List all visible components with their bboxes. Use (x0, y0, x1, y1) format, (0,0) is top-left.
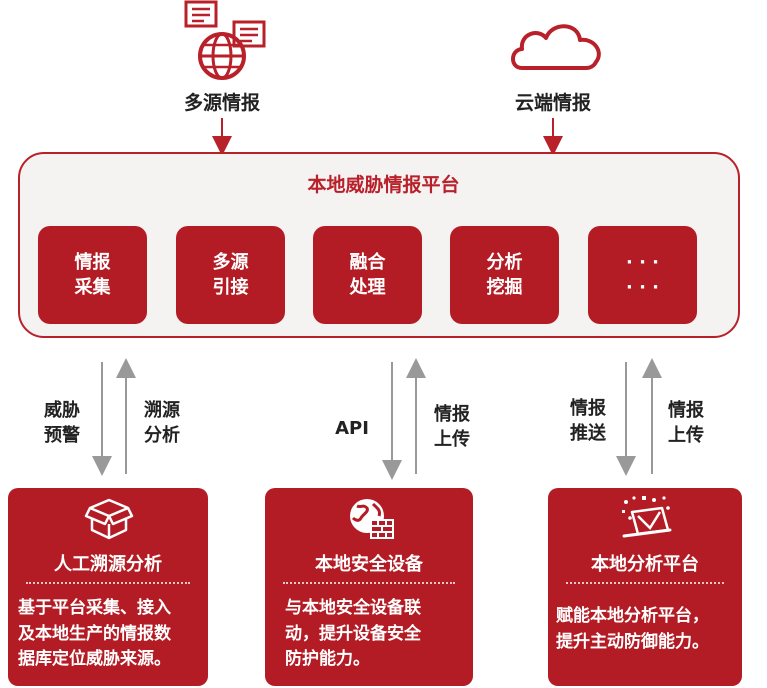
open-box-icon (84, 498, 134, 540)
flow-label-threat-warning: 威胁 预警 (44, 400, 80, 447)
module-fusion-processing: 融合 处理 (313, 226, 422, 324)
flow-label-api: API (335, 418, 369, 439)
analysis-laptop-icon (622, 496, 672, 538)
card-description: 赋能本地分析平台， 提升主动防御能力。 (556, 606, 709, 652)
module-intel-collection: 情报 采集 (38, 226, 147, 324)
source-label-cloud: 云端情报 (514, 92, 591, 114)
card-local-security-device: 本地安全设备 与本地安全设备联 动，提升设备安全 防护能力。 (265, 488, 473, 686)
platform-title: 本地威胁情报平台 (307, 174, 460, 196)
divider (283, 582, 455, 584)
flow-label-intel-upload-mid: 情报 上传 (434, 404, 470, 451)
module-analysis-mining: 分析 挖掘 (450, 226, 559, 324)
card-local-analysis-platform: 本地分析平台 赋能本地分析平台， 提升主动防御能力。 (548, 488, 742, 686)
divider (26, 582, 190, 584)
card-manual-trace-analysis: 人工溯源分析 基于平台采集、接入 及本地生产的情报数 据库定位威胁来源。 (8, 488, 208, 686)
card-description: 与本地安全设备联 动，提升设备安全 防护能力。 (285, 598, 421, 669)
flow-label-intel-push: 情报 推送 (570, 398, 606, 445)
card-title: 本地分析平台 (591, 554, 699, 575)
card-description: 基于平台采集、接入 及本地生产的情报数 据库定位威胁来源。 (18, 598, 171, 669)
globe-firewall-icon (350, 499, 394, 539)
module-multi-source-access: 多源 引接 (176, 226, 285, 324)
flow-label-trace-analysis: 溯源 分析 (144, 400, 180, 447)
flow-label-intel-upload-right: 情报 上传 (668, 400, 704, 447)
card-title: 人工溯源分析 (54, 554, 162, 575)
card-title: 本地安全设备 (315, 554, 423, 575)
cloud-icon (511, 24, 601, 70)
source-label-multi: 多源情报 (183, 92, 260, 114)
divider (566, 582, 724, 584)
globe-documents-icon (184, 0, 266, 80)
module-more: · · · · · · (588, 226, 697, 324)
